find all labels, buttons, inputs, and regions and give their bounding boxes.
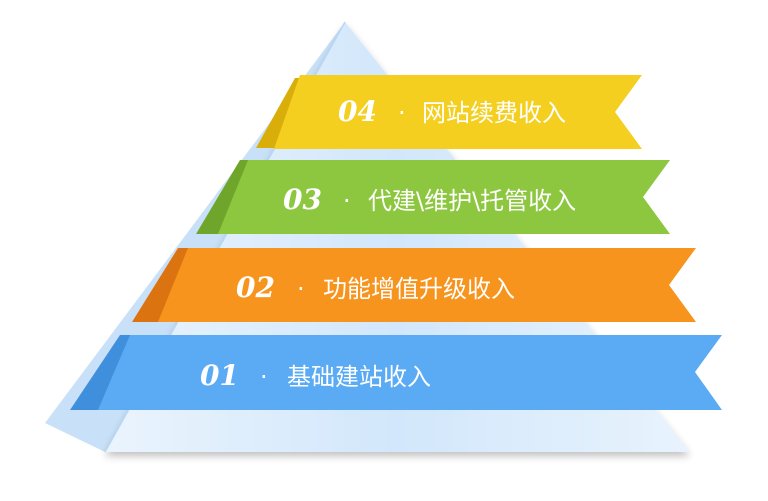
tier-02-ribbon	[158, 248, 696, 322]
tier-03-label: 代建\维护\托管收入	[368, 187, 576, 215]
tier-04-separator: ·	[398, 99, 406, 127]
tier-01-label: 基础建站收入	[287, 363, 431, 391]
tier-04: 04 · 网站续费收入	[256, 75, 642, 149]
tier-01-number: 01	[200, 359, 239, 392]
tier-01-separator: ·	[260, 363, 268, 391]
tier-02: 02 · 功能增值升级收入	[132, 248, 696, 322]
tier-01-ribbon	[98, 335, 722, 410]
tier-04-label: 网站续费收入	[422, 99, 566, 127]
tier-04-ribbon	[274, 75, 642, 149]
tier-03: 03 · 代建\维护\托管收入	[196, 160, 670, 234]
tier-01: 01 · 基础建站收入	[70, 335, 722, 410]
tier-02-number: 02	[236, 271, 275, 304]
tier-02-label: 功能增值升级收入	[323, 275, 515, 303]
tier-03-number: 03	[283, 183, 322, 216]
tier-03-separator: ·	[343, 187, 351, 215]
tier-04-number: 04	[338, 95, 377, 128]
tier-03-ribbon	[218, 160, 670, 234]
tier-02-separator: ·	[297, 275, 305, 303]
